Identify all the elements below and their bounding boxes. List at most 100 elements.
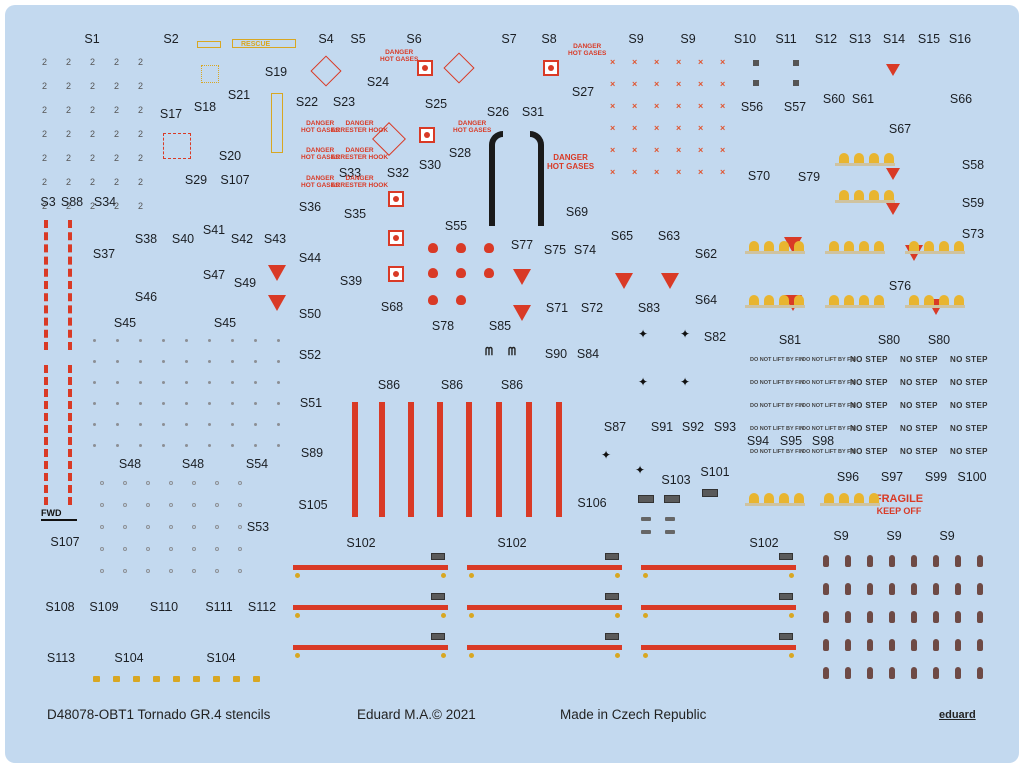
s9-x-mark: ×	[720, 79, 726, 89]
no-step-decal: NO STEP	[950, 401, 988, 410]
fwd-label: FWD	[41, 508, 62, 518]
fan-blade	[854, 153, 864, 163]
s1-stencil-digit: 2	[114, 177, 120, 187]
s102-yellow-dot	[441, 573, 446, 578]
label-s85: S85	[488, 319, 512, 333]
s9-pin	[823, 583, 829, 595]
s3-dashed-stripe-lower	[44, 365, 52, 505]
s45-dot	[162, 402, 165, 405]
s102-red-bar	[641, 645, 796, 650]
s86-stripe-5	[466, 402, 472, 517]
label-s52: S52	[298, 348, 322, 362]
s45-dot	[93, 339, 96, 342]
s9-x-mark: ×	[676, 145, 682, 155]
s102-red-bar	[467, 565, 622, 570]
label-s54: S54	[245, 457, 269, 471]
s1-stencil-digit: 2	[90, 129, 96, 139]
fan-blade	[749, 295, 759, 305]
s104-yellow-tab	[213, 676, 220, 682]
s48-ring	[215, 547, 219, 551]
s10-square-b	[753, 80, 759, 86]
label-s13: S13	[848, 32, 872, 46]
s104-yellow-tab	[253, 676, 260, 682]
label-s48-a: S48	[118, 457, 142, 471]
s102-yellow-dot	[643, 573, 648, 578]
label-s24: S24	[366, 75, 390, 89]
label-s9-c: S9	[833, 529, 849, 543]
s45-dot	[208, 339, 211, 342]
label-s95: S95	[779, 434, 803, 448]
label-s4: S4	[318, 32, 334, 46]
s102-black-tag	[431, 553, 445, 560]
s45-dot	[231, 339, 234, 342]
s9-x-mark: ×	[720, 101, 726, 111]
label-s10: S10	[733, 32, 757, 46]
s9-x-mark: ×	[676, 167, 682, 177]
label-s69: S69	[565, 205, 589, 219]
s45-dot	[139, 381, 142, 384]
no-step-decal: NO STEP	[900, 447, 938, 456]
s45-dot	[116, 423, 119, 426]
s8-red-square	[543, 60, 559, 76]
s43-triangle	[268, 265, 286, 281]
s9-x-mark: ×	[610, 101, 616, 111]
s48-ring	[146, 503, 150, 507]
s9-x-mark: ×	[654, 79, 660, 89]
label-s55: S55	[444, 219, 468, 233]
s103-mark-3	[641, 530, 651, 534]
label-s111: S111	[205, 600, 233, 614]
do-not-lift-decal: DO NOT LIFT BY FIN	[802, 426, 856, 432]
s102-red-bar	[293, 605, 448, 610]
s9-pin	[823, 555, 829, 567]
s48-ring	[192, 569, 196, 573]
s48-ring	[169, 525, 173, 529]
label-s17: S17	[159, 107, 183, 121]
s9-pin	[977, 611, 983, 623]
s9-pin	[867, 583, 873, 595]
s9-pin	[889, 639, 895, 651]
s9-x-mark: ×	[654, 57, 660, 67]
s9-pin	[977, 555, 983, 567]
label-s48-b: S48	[181, 457, 205, 471]
label-s11: S11	[775, 32, 797, 46]
label-s9-b: S9	[680, 32, 696, 46]
label-s79: S79	[797, 170, 821, 184]
s11-square-b	[793, 80, 799, 86]
s9-pin	[867, 611, 873, 623]
s102-yellow-dot	[469, 613, 474, 618]
s45-dot	[116, 444, 119, 447]
label-s31: S31	[521, 105, 545, 119]
label-s57: S57	[783, 100, 807, 114]
fan-blade	[829, 295, 839, 305]
s31-black-bracket	[530, 131, 544, 226]
s83-cross-1: ✦	[638, 327, 649, 341]
s9-pin	[823, 667, 829, 679]
s45-dot	[208, 360, 211, 363]
s83-cross-4: ✦	[680, 375, 691, 389]
s104-yellow-tab	[193, 676, 200, 682]
label-s32: S32	[386, 166, 410, 180]
label-s104-b: S104	[206, 651, 236, 665]
s14-triangle	[886, 64, 900, 76]
fan-blade	[779, 241, 789, 251]
label-s53: S53	[246, 520, 270, 534]
s86-stripe-8	[556, 402, 562, 517]
fan-blade	[869, 190, 879, 200]
s102-red-bar	[641, 605, 796, 610]
label-s100: S100	[957, 470, 987, 484]
s86-stripe-2	[379, 402, 385, 517]
fan-blade	[779, 493, 789, 503]
label-s83: S83	[637, 301, 661, 315]
do-not-lift-decal: DO NOT LIFT BY FIN	[802, 449, 856, 455]
s48-ring	[238, 503, 242, 507]
s55-mark-3	[484, 243, 494, 253]
s48-ring	[238, 481, 242, 485]
s103-mark-1	[641, 517, 651, 521]
s102-black-tag	[779, 593, 793, 600]
label-s102-b: S102	[497, 536, 527, 550]
s9-x-mark: ×	[654, 101, 660, 111]
s48-ring	[215, 503, 219, 507]
